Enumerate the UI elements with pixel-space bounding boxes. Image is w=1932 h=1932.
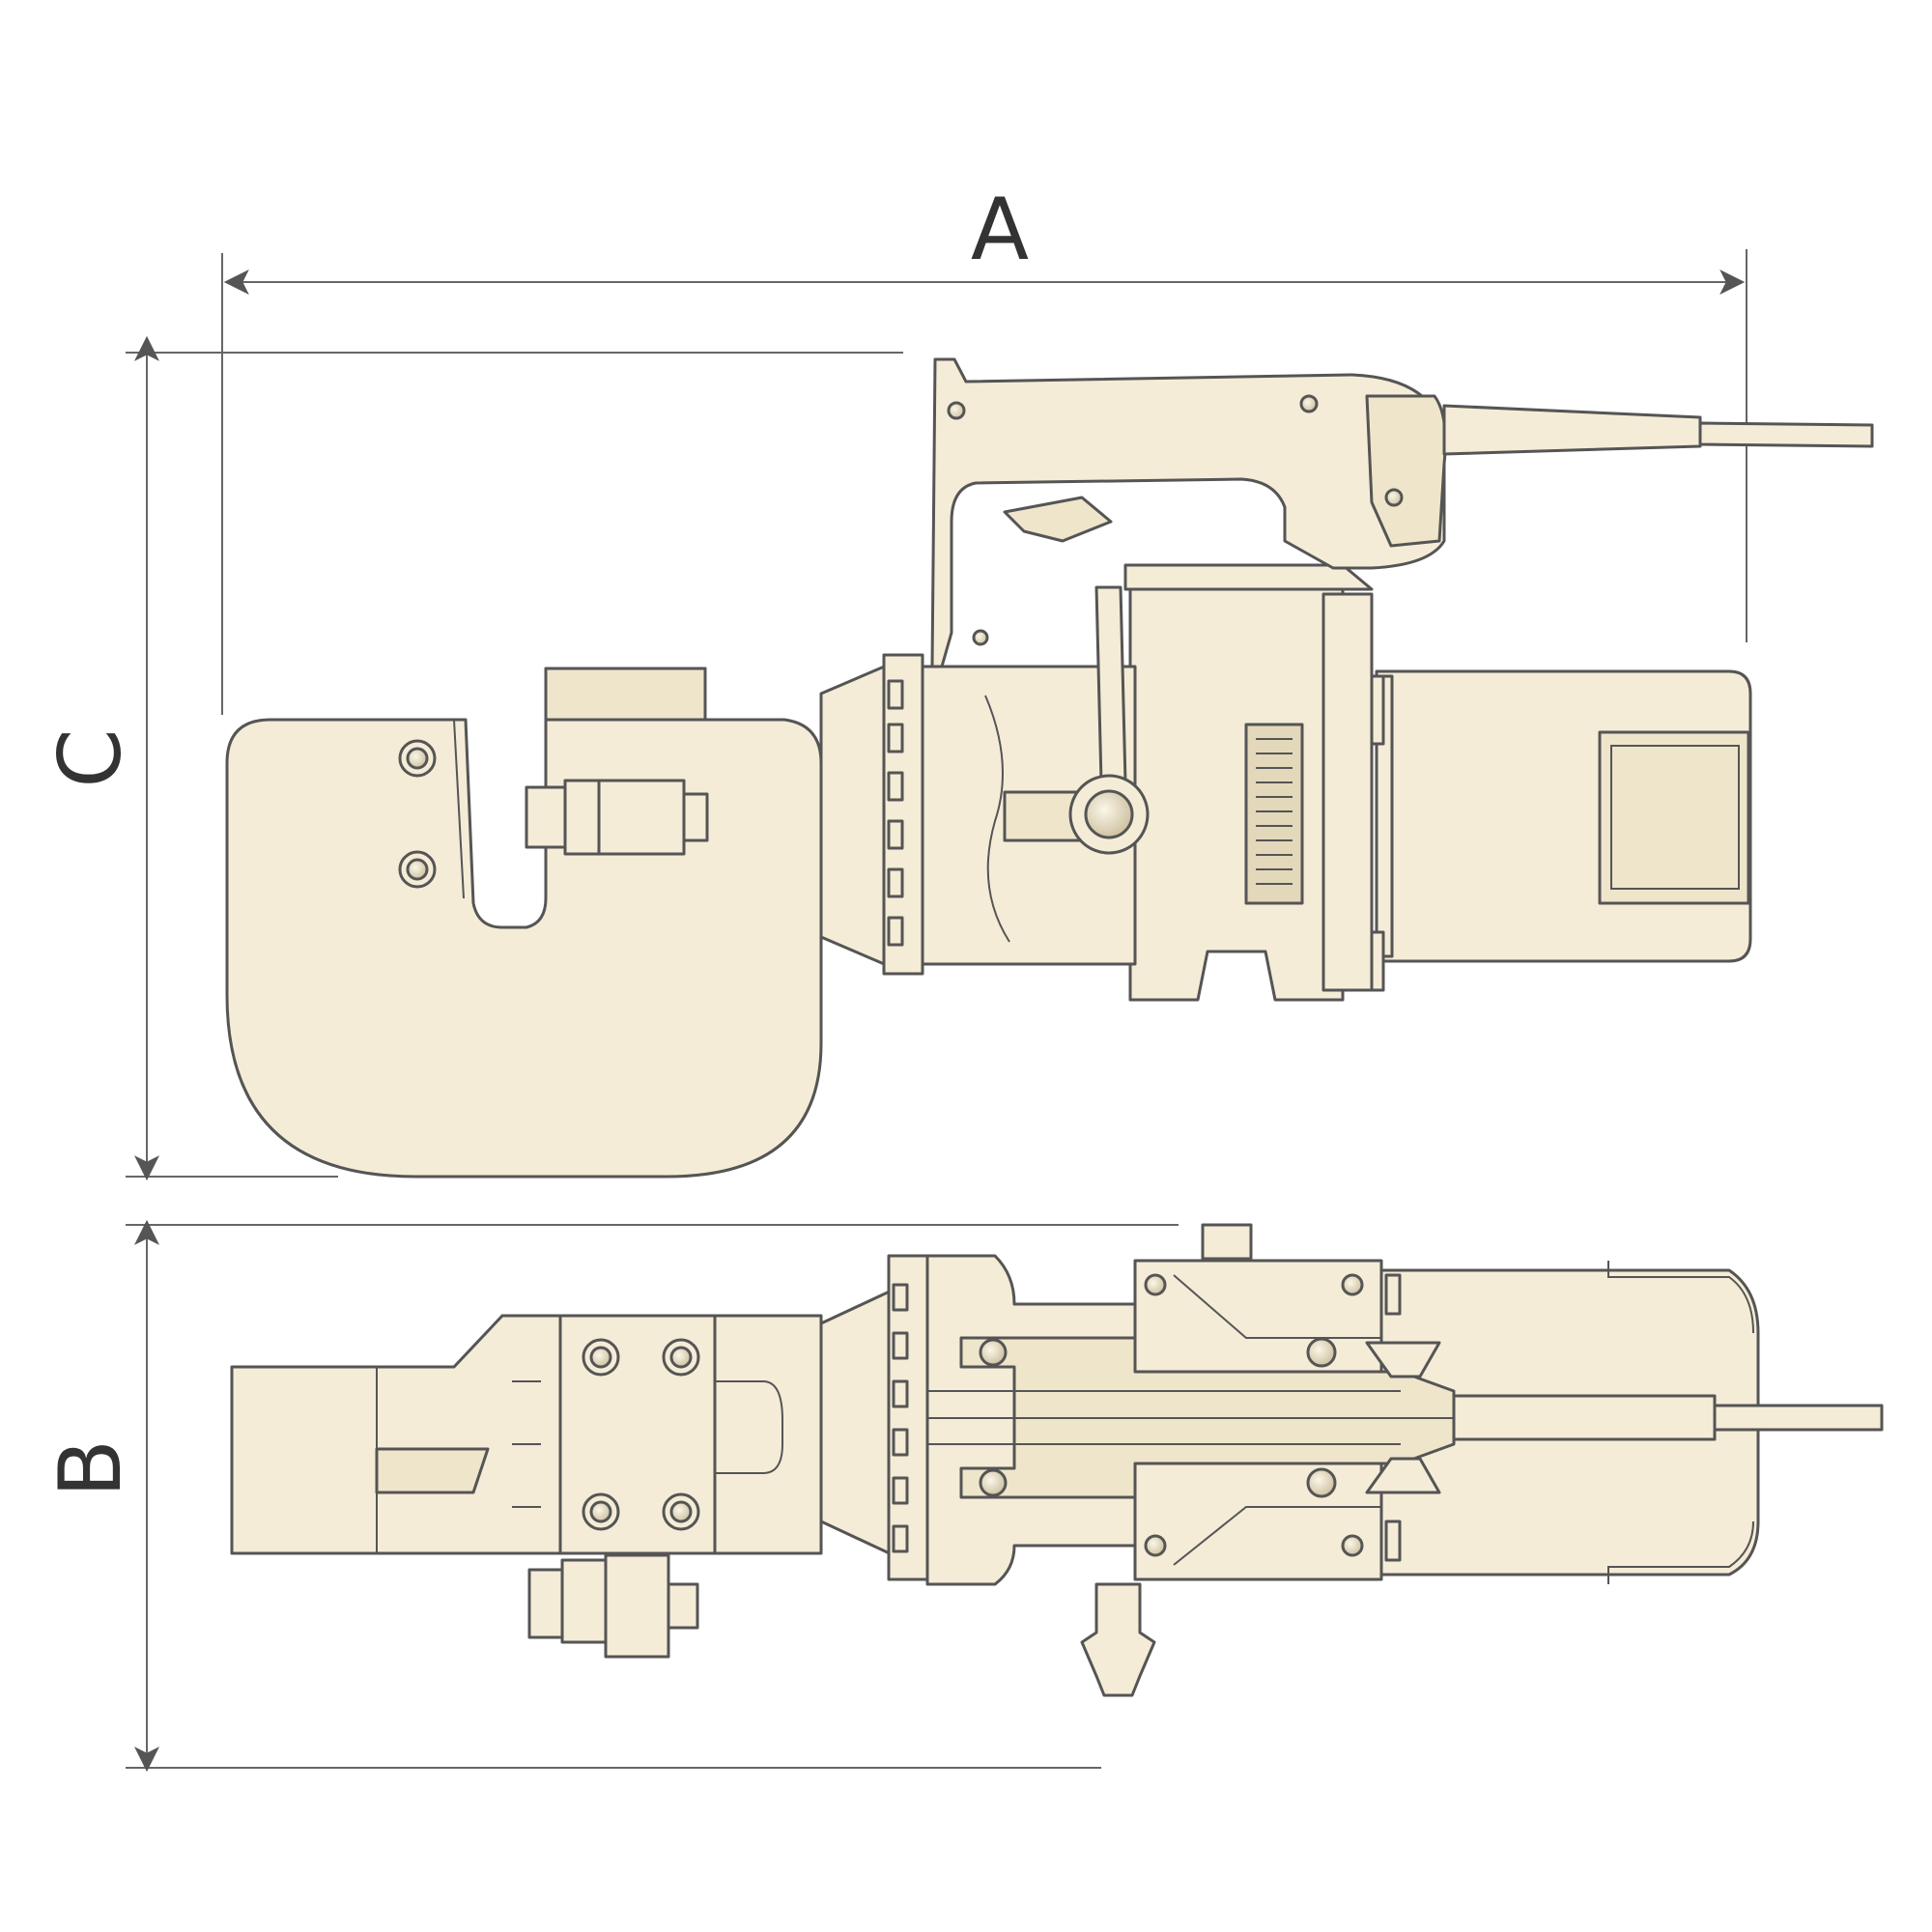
handle-clip-top: [1365, 1341, 1441, 1378]
c-frame-slot-edge: [453, 719, 465, 899]
pump-screw-icon: [1306, 1467, 1337, 1498]
pump-clip: [1384, 1520, 1402, 1562]
dimension-c-label: C: [41, 728, 140, 787]
pump-top-rim: [1123, 563, 1374, 591]
handle-screw-icon: [979, 1468, 1008, 1497]
frame-bolt-icon: [406, 747, 429, 770]
side-view: [225, 357, 1874, 1179]
adjuster-block-top: [604, 1553, 670, 1659]
adjuster-nut-center: [563, 779, 601, 856]
pump-screw-icon: [1144, 1534, 1167, 1557]
trigger: [1003, 496, 1113, 543]
cord-strain-relief-top: [1452, 1394, 1717, 1441]
pump-screw-icon: [1341, 1534, 1364, 1557]
pump-vent-panel: [1244, 723, 1304, 905]
valve-lever: [1094, 585, 1127, 784]
motor-tab-bottom: [1370, 930, 1385, 992]
handle-screw-icon: [1384, 488, 1404, 507]
pump-block: [1128, 587, 1345, 1002]
motor-tab-top: [1370, 674, 1385, 746]
carry-handle: [930, 357, 1446, 668]
pump-screw-icon: [1144, 1273, 1167, 1296]
cord-strain-relief: [1442, 404, 1702, 456]
handle-screw-icon: [979, 1338, 1008, 1367]
pump-vent-grille: [1256, 738, 1293, 885]
cylinder-neck: [819, 663, 891, 968]
adjuster-tip: [682, 792, 709, 842]
valve-knob-icon: [1084, 789, 1134, 839]
adjuster-nut-top: [527, 1568, 564, 1639]
dimension-b-label: B: [41, 1439, 140, 1497]
adjuster-tip-top: [667, 1582, 699, 1630]
power-cord-top: [1713, 1404, 1884, 1432]
die-bolt-icon: [669, 1500, 693, 1523]
handle-screw-icon: [947, 401, 966, 420]
die-holder-top: [544, 667, 707, 722]
dimension-a-label: A: [971, 180, 1029, 279]
c-frame-head: [225, 667, 823, 1179]
power-cord: [1698, 421, 1874, 448]
pump-side-plate: [1321, 592, 1374, 992]
bottom-fitting: [1080, 1582, 1156, 1697]
die-bolt-icon: [589, 1500, 612, 1523]
motor-bottom-rail: [1607, 1520, 1754, 1584]
handle-screw-icon: [1299, 394, 1319, 413]
motor-top-rail: [1607, 1261, 1754, 1334]
front-frame-slot: [375, 1447, 490, 1494]
frame-bolt-icon: [406, 858, 429, 881]
front-frame-top: [230, 1314, 562, 1555]
top-fitting-nut: [1201, 1223, 1253, 1261]
motor-end-cap-inner: [1610, 745, 1740, 890]
dimension-c: C: [41, 335, 903, 1181]
dimension-a: A: [221, 180, 1747, 715]
adjuster-nut-top: [560, 1558, 608, 1644]
motor-end-cap: [1598, 730, 1750, 905]
die-slot: [715, 1380, 783, 1474]
handle-screw-icon: [972, 629, 989, 646]
pump-screw-icon: [1306, 1337, 1337, 1368]
pump-screw-icon: [1341, 1273, 1364, 1296]
flange-bolts: [887, 679, 904, 947]
dimension-b: B: [41, 1219, 1179, 1773]
pump-bevel-line: [1173, 1274, 1381, 1339]
adjuster-block: [597, 779, 686, 856]
flange-bolts-top: [892, 1283, 909, 1553]
cylinder-neck-top: [819, 1288, 895, 1557]
handle-clip-bottom: [1365, 1457, 1441, 1494]
pump-bevel-line: [1173, 1506, 1381, 1566]
die-bolt-icon: [589, 1346, 612, 1369]
top-view: [230, 1223, 1884, 1697]
pump-clip: [1384, 1273, 1402, 1316]
adjuster-nut-left: [525, 785, 567, 849]
cylinder-contour-line: [984, 695, 1010, 943]
die-bolt-icon: [669, 1346, 693, 1369]
